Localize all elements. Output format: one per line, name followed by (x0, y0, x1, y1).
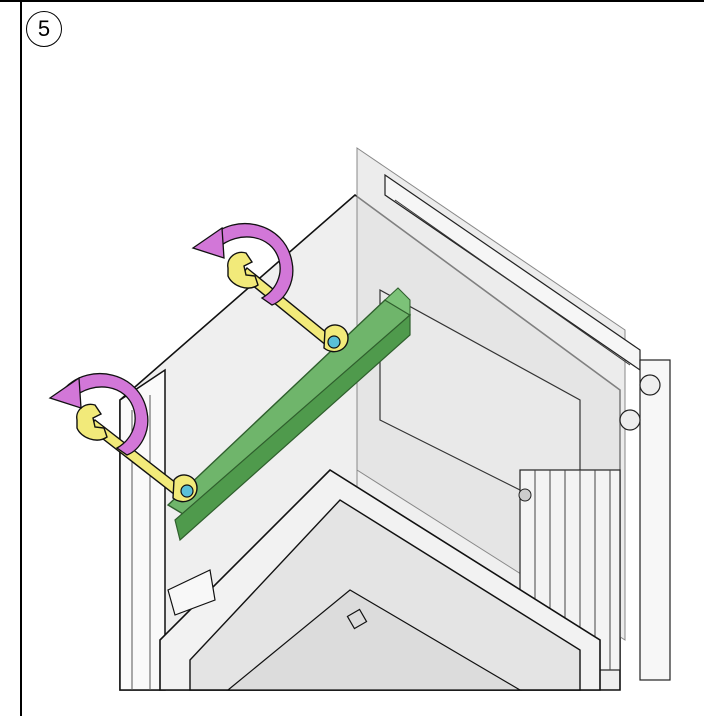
frame-left-border (20, 0, 22, 716)
curved-arrow-counterclockwise-icon (48, 373, 149, 456)
front-cover (159, 468, 601, 691)
step-number-badge: 5 (26, 11, 62, 47)
frame-top-border (0, 0, 704, 2)
wrench-lower (76, 403, 198, 503)
curved-arrow-counterclockwise-icon (191, 223, 294, 306)
wrench-upper (227, 251, 349, 353)
mounting-bracket (166, 287, 412, 542)
